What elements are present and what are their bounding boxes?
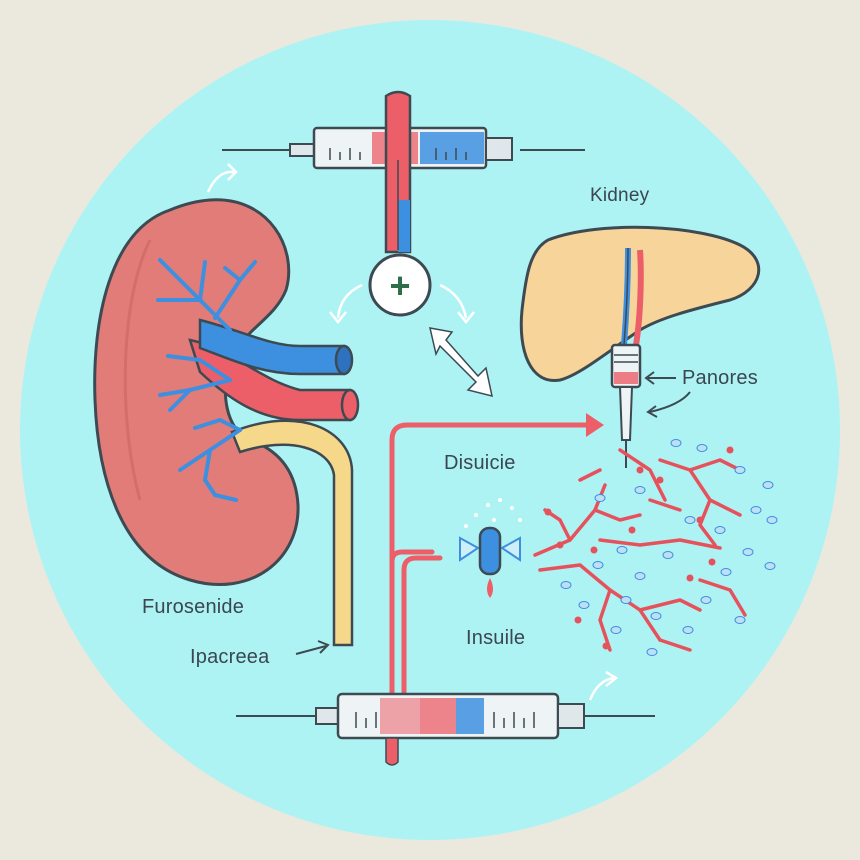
plus-node: + xyxy=(368,253,432,317)
label-insuile: Insuile xyxy=(466,627,526,649)
ipacreea-pointer xyxy=(295,640,330,655)
kidney xyxy=(93,198,300,586)
plus-symbol: + xyxy=(389,265,410,306)
double-arrow xyxy=(429,327,493,398)
label-kidney: Kidney xyxy=(590,185,650,206)
curved-arrows-plus xyxy=(206,163,475,325)
label-furosenide: Furosenide xyxy=(142,596,245,618)
capsule xyxy=(459,498,522,598)
flow-path xyxy=(389,422,593,758)
vertical-tube xyxy=(384,90,412,254)
red-dots xyxy=(544,446,734,650)
label-panores: Panores xyxy=(682,367,758,389)
label-ipacreea: Ipacreea xyxy=(190,646,270,668)
label-disuicie: Disuicie xyxy=(444,452,516,474)
renal-vein xyxy=(198,318,354,376)
liver-vessels xyxy=(610,247,644,468)
ureter xyxy=(230,419,354,647)
flow-arrowhead xyxy=(586,413,604,437)
cell-dots xyxy=(560,439,778,656)
kidney-vein-branches xyxy=(156,258,257,502)
panores-pointers xyxy=(644,371,691,418)
curved-arrow-bottom xyxy=(588,670,619,701)
bottom-syringe xyxy=(236,692,655,766)
